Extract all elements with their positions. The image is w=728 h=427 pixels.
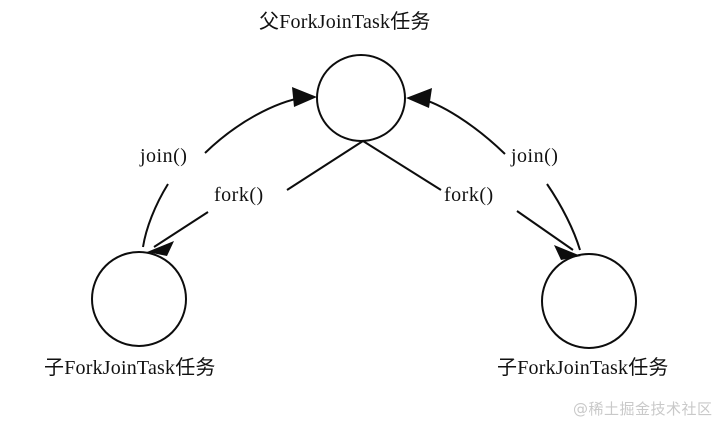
join-right-edge-label: join() — [511, 145, 559, 167]
parent-task-label: 父ForkJoinTask任务 — [259, 11, 431, 33]
watermark: @稀土掘金技术社区 — [573, 400, 713, 418]
fork-right-edge-lower — [516, 210, 574, 251]
join-left-edge-lower — [142, 183, 169, 248]
parent-task-node[interactable] — [316, 54, 406, 142]
join-right-edge-upper — [417, 97, 506, 155]
fork-left-edge-lower — [153, 211, 209, 248]
fork-right-edge-upper — [362, 140, 442, 191]
child-task-label-right: 子ForkJoinTask任务 — [497, 357, 669, 379]
join-left-edge-upper — [204, 96, 306, 154]
child-task-node-left[interactable] — [91, 251, 187, 347]
fork-left-edge-upper — [286, 140, 364, 191]
fork-left-edge-label: fork() — [214, 184, 264, 206]
fork-right-edge-label: fork() — [444, 184, 494, 206]
join-left-edge-label: join() — [140, 145, 188, 167]
join-left-arrowhead — [292, 87, 317, 107]
fork-right-arrowhead — [554, 245, 581, 260]
join-right-arrowhead — [406, 88, 432, 108]
join-right-edge-lower — [546, 183, 581, 251]
child-task-label-left: 子ForkJoinTask任务 — [44, 357, 216, 379]
fork-left-arrowhead — [147, 241, 174, 256]
child-task-node-right[interactable] — [541, 253, 637, 349]
